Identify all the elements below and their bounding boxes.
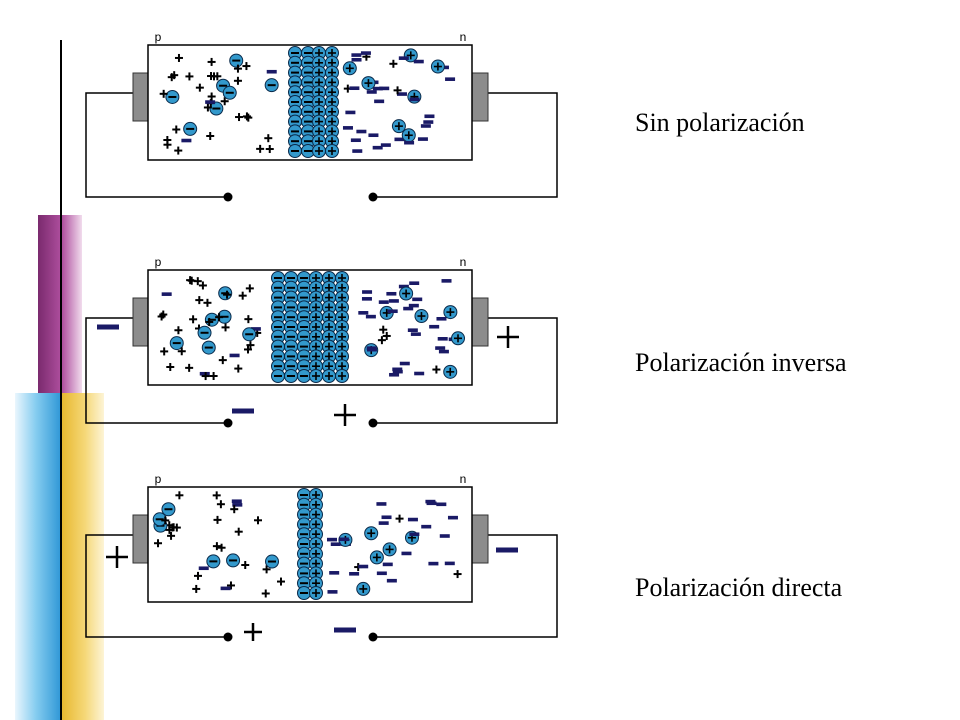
n-region-carriers xyxy=(358,279,466,379)
circuit-wire xyxy=(373,317,558,424)
metal-contact-right xyxy=(471,514,489,564)
terminal-left-sign xyxy=(244,623,262,641)
decor-vertical-line xyxy=(60,40,62,720)
contact-left-sign xyxy=(97,324,119,330)
circuit-wire xyxy=(373,92,558,198)
terminal-right-sign xyxy=(334,627,356,633)
circuit-wire xyxy=(85,317,228,424)
caption-polarizacion-inversa: Polarización inversa xyxy=(635,348,847,377)
depletion-region xyxy=(271,271,349,383)
contact-right-sign xyxy=(497,326,519,348)
n-region-label: n xyxy=(460,30,467,44)
depletion-region xyxy=(288,46,339,158)
metal-contact-left xyxy=(132,514,150,564)
terminal-left-sign xyxy=(232,408,254,414)
circuit-wire xyxy=(85,534,228,638)
terminal-right-sign xyxy=(334,404,356,426)
n-region-label: n xyxy=(460,472,467,486)
p-region-label: p xyxy=(155,255,162,269)
terminal-left xyxy=(223,418,233,428)
decor-bar-yellow xyxy=(62,393,104,720)
terminal-left xyxy=(223,192,233,202)
terminal-right xyxy=(368,192,378,202)
n-region-carriers xyxy=(342,48,456,153)
p-region-label: p xyxy=(155,30,162,44)
n-region-carriers xyxy=(327,499,462,596)
p-region-carriers xyxy=(159,53,279,155)
circuit-wire xyxy=(373,534,558,638)
n-region-label: n xyxy=(460,255,467,269)
p-region-carriers xyxy=(152,491,285,598)
circuit-wire xyxy=(85,92,228,198)
metal-contact-right xyxy=(471,72,489,122)
contact-right-sign xyxy=(496,547,518,553)
decor-bar-blue xyxy=(15,393,61,720)
terminal-right xyxy=(368,632,378,642)
caption-polarizacion-directa: Polarización directa xyxy=(635,573,843,602)
metal-contact-left xyxy=(132,72,150,122)
caption-sin-polarizacion: Sin polarización xyxy=(635,108,805,137)
terminal-right xyxy=(368,418,378,428)
contact-left-sign xyxy=(106,546,128,568)
metal-contact-right xyxy=(471,297,489,347)
terminal-left xyxy=(223,632,233,642)
metal-contact-left xyxy=(132,297,150,347)
p-region-label: p xyxy=(155,472,162,486)
p-region-carriers xyxy=(157,276,262,381)
depletion-region xyxy=(297,488,323,600)
